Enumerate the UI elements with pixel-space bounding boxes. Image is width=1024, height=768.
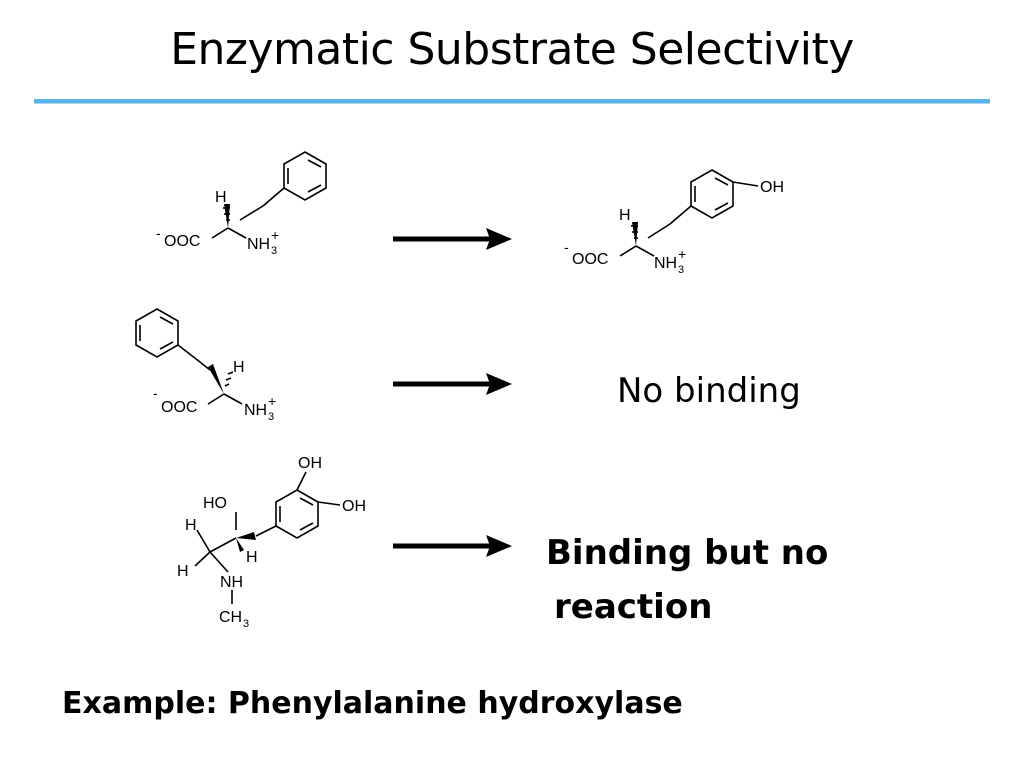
- wedge-bond: [632, 222, 638, 246]
- atom-ooc: OOC: [164, 233, 200, 250]
- wedge-bond: [236, 532, 256, 540]
- atom-h: H: [246, 549, 258, 566]
- result-binding-no-reaction: Binding but no reaction: [546, 526, 828, 634]
- subscript-3: 3: [271, 245, 277, 257]
- epinephrine-structure: [194, 471, 341, 604]
- charge-plus: +: [268, 393, 276, 409]
- atom-h: H: [215, 189, 227, 206]
- atom-h: H: [619, 207, 631, 224]
- slide-title: Enzymatic Substrate Selectivity: [170, 24, 854, 75]
- atom-oh: OH: [342, 498, 366, 515]
- atom-nh: NH: [247, 236, 270, 253]
- subscript-3: 3: [268, 411, 274, 423]
- atom-oh: OH: [760, 179, 784, 196]
- atom-h: H: [185, 517, 197, 534]
- charge-plus: +: [271, 227, 279, 243]
- wedge-bond: [224, 204, 230, 228]
- example-caption: Example: Phenylalanine hydroxylase: [62, 686, 683, 721]
- tyrosine-structure: [619, 169, 759, 257]
- charge-minus: -: [156, 225, 161, 241]
- result-no-binding: No binding: [617, 371, 801, 411]
- wedge-bond: [236, 538, 244, 552]
- atom-ch: CH: [219, 609, 242, 626]
- atom-ooc: OOC: [572, 251, 608, 268]
- charge-minus: -: [153, 385, 158, 401]
- atom-h: H: [233, 359, 245, 376]
- phenylalanine-structure: [211, 151, 327, 239]
- atom-ooc: OOC: [161, 399, 197, 416]
- d-phenylalanine-structure: [135, 308, 243, 405]
- wedge-bond: [208, 364, 224, 394]
- subscript-3: 3: [678, 264, 684, 276]
- subscript-3: 3: [243, 618, 249, 630]
- charge-minus: -: [564, 239, 569, 255]
- atom-oh: OH: [298, 455, 322, 472]
- charge-plus: +: [678, 246, 686, 262]
- atom-ho: HO: [203, 495, 227, 512]
- atom-nh: NH: [220, 574, 243, 591]
- atom-nh: NH: [244, 402, 267, 419]
- reaction-arrow: [393, 535, 512, 557]
- atom-h: H: [177, 563, 189, 580]
- reaction-arrow: [393, 228, 512, 250]
- result-line-1: Binding but no: [546, 533, 829, 573]
- reaction-arrow: [393, 373, 512, 395]
- result-line-2: reaction: [554, 587, 713, 627]
- atom-nh: NH: [654, 255, 677, 272]
- title-divider: [34, 99, 990, 104]
